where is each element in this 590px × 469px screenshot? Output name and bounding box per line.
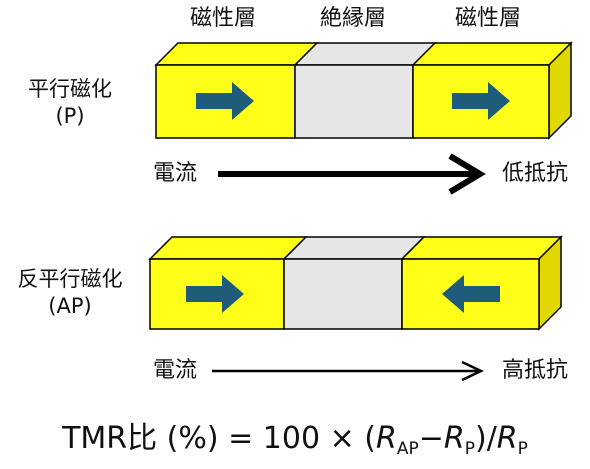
formula-prefix: TMR比 (%) = 100 × ( [62, 421, 376, 456]
parallel-right-magnetization-arrow-icon [452, 82, 510, 120]
layer-label-magnetic-left: 磁性層 [190, 6, 257, 31]
formula-r2: R [443, 421, 465, 456]
formula-r3: R [496, 421, 518, 456]
parallel-left-magnetization-arrow-icon [196, 82, 254, 120]
antiparallel-resistance-label: 高抵抗 [502, 358, 569, 383]
parallel-left-magnet [155, 64, 296, 139]
formula-sub3: P [517, 439, 528, 459]
antiparallel-current-arrow [212, 360, 484, 382]
formula-mid: )/ [474, 421, 497, 456]
parallel-insulator-top [293, 42, 437, 66]
parallel-label-line2: (P) [55, 104, 85, 128]
parallel-stack [154, 41, 573, 140]
antiparallel-right-magnetization-arrow-icon [442, 275, 500, 313]
antiparallel-insulator-top [282, 236, 426, 260]
parallel-resistance-label: 低抵抗 [502, 161, 569, 186]
parallel-left-magnet-top [154, 42, 319, 66]
antiparallel-label-line1: 反平行磁化 [17, 267, 123, 291]
antiparallel-insulator [283, 258, 403, 330]
parallel-current-label: 電流 [153, 161, 198, 186]
antiparallel-current-label: 電流 [153, 358, 198, 383]
parallel-label: 平行磁化 (P) [0, 76, 145, 130]
formula-sub1: AP [396, 439, 419, 459]
formula-sub2: P [464, 439, 475, 459]
formula-minus: − [418, 421, 444, 456]
antiparallel-stack [148, 235, 563, 331]
parallel-current-arrow [218, 153, 486, 195]
layer-label-insulator: 絶縁層 [320, 6, 387, 31]
parallel-insulator [294, 64, 414, 139]
antiparallel-left-magnet-top [148, 236, 308, 260]
antiparallel-right-magnet-top [400, 236, 563, 260]
parallel-label-line1: 平行磁化 [28, 77, 112, 101]
antiparallel-label-line2: (AP) [48, 294, 92, 318]
layer-label-magnetic-right: 磁性層 [455, 6, 522, 31]
parallel-right-magnet-top [411, 42, 573, 66]
tmr-formula: TMR比 (%) = 100 × (RAP−RP)/RP [0, 424, 590, 458]
formula-r1: R [375, 421, 397, 456]
antiparallel-label: 反平行磁化 (AP) [0, 266, 145, 320]
antiparallel-left-magnetization-arrow-icon [186, 275, 244, 313]
